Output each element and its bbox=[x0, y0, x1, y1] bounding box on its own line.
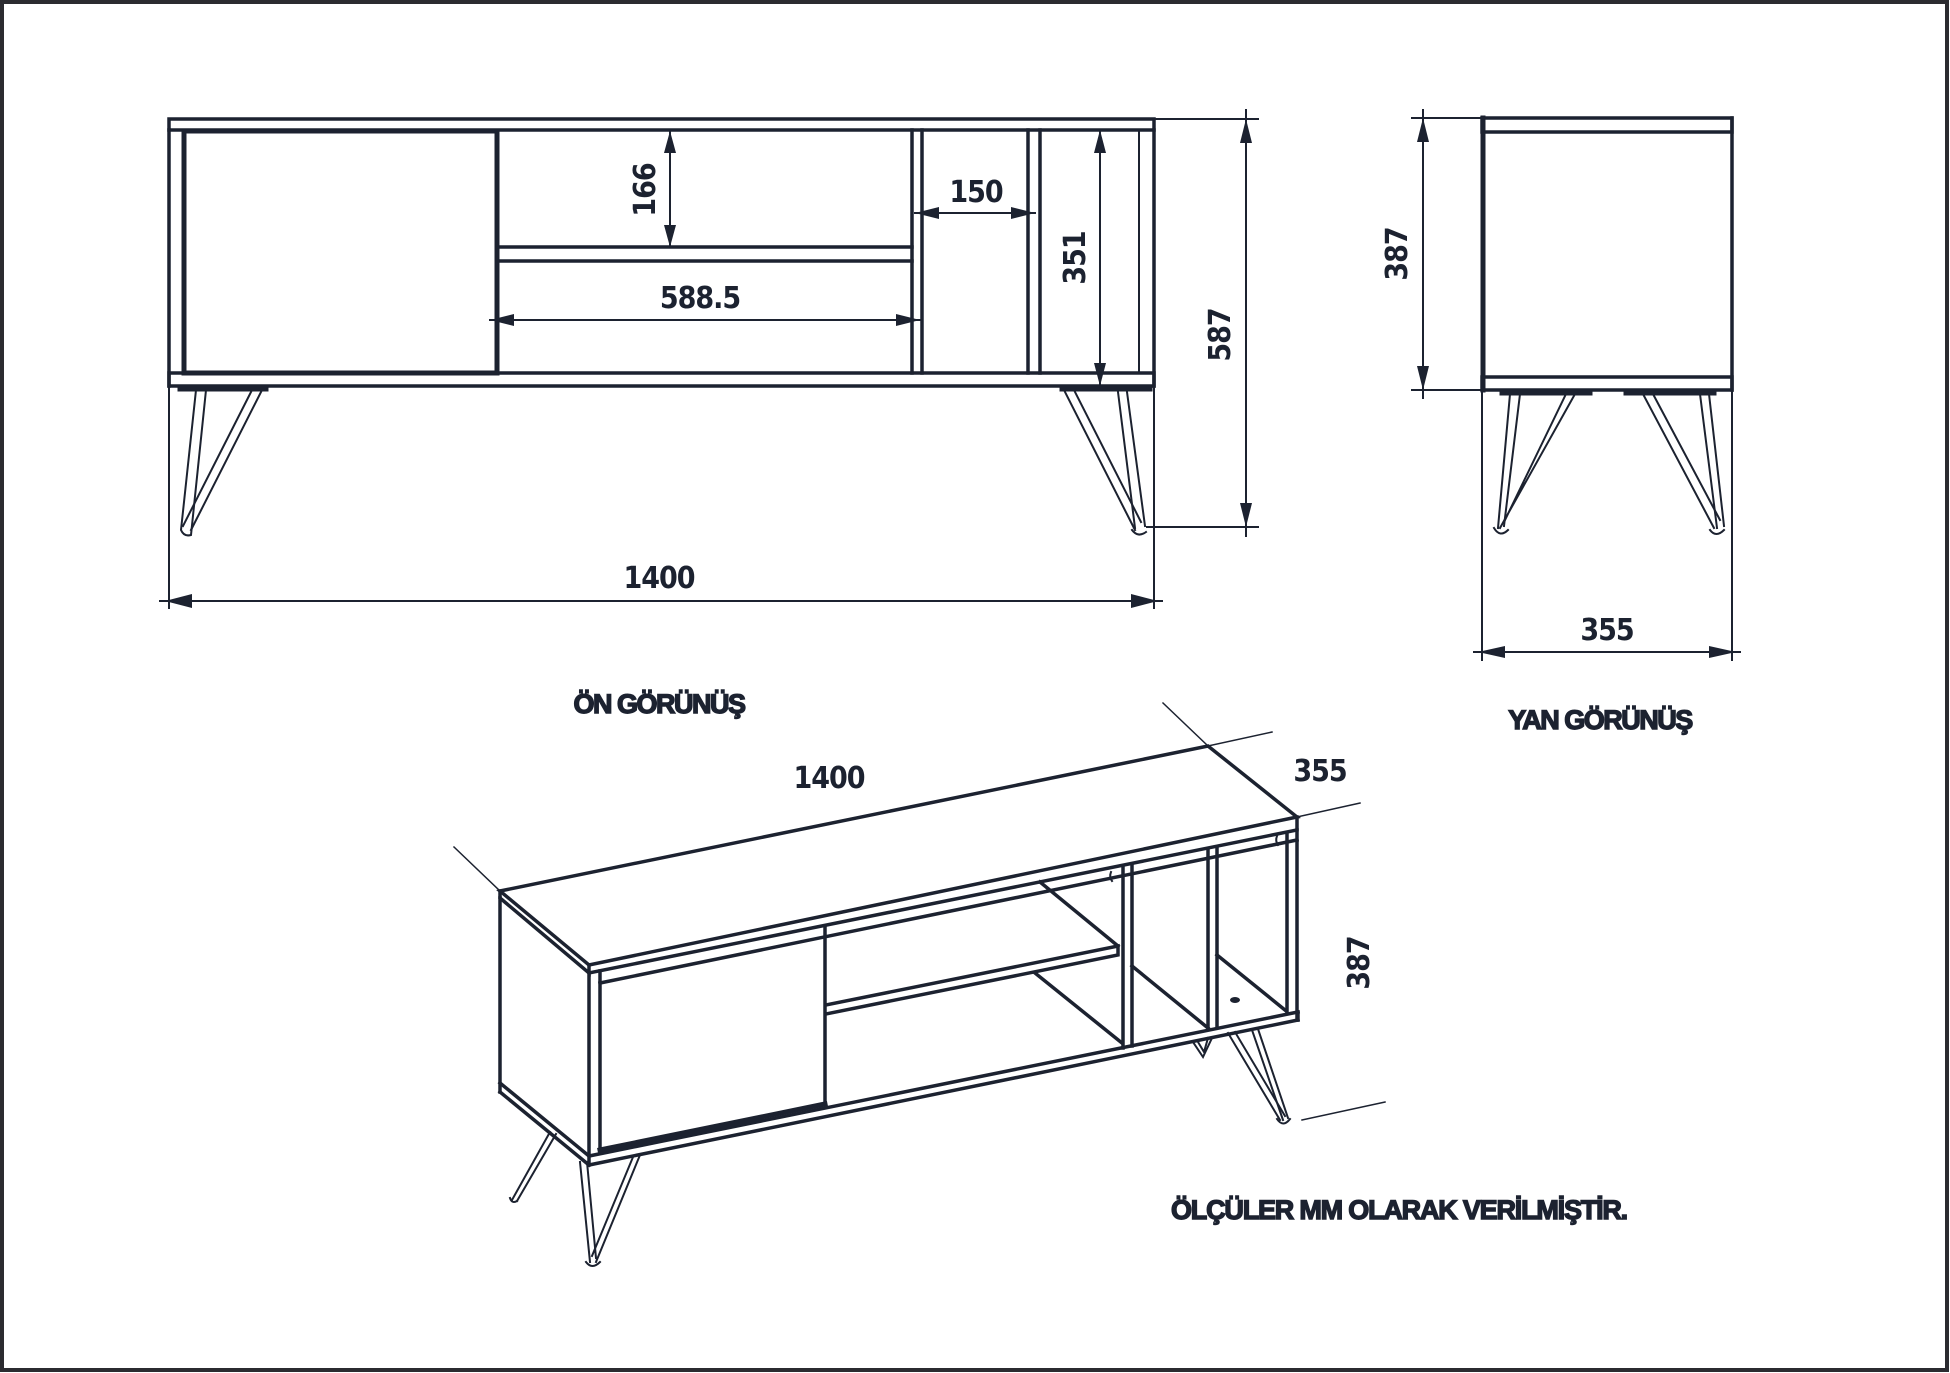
cable-hole-icon bbox=[1230, 997, 1240, 1003]
iso-dim-width: 1400 bbox=[793, 761, 864, 796]
isometric-view: 1400 355 387 bbox=[452, 701, 1386, 1267]
iso-back-left-leg bbox=[508, 1130, 558, 1203]
dim-inner-height: 351 bbox=[1058, 231, 1093, 284]
front-right-hairpin-leg bbox=[1063, 390, 1148, 536]
side-left-hairpin-leg bbox=[1492, 392, 1577, 535]
dim-shelf-width: 588.5 bbox=[660, 281, 740, 316]
front-view: 166 588.5 150 351 587 1400 ÖN GÖRÜNÜŞ bbox=[159, 109, 1259, 720]
iso-back-right-leg bbox=[1191, 1036, 1214, 1060]
iso-dim-depth: 355 bbox=[1293, 754, 1346, 789]
dim-shelf-opening-height: 166 bbox=[628, 163, 663, 217]
front-view-title: ÖN GÖRÜNÜŞ bbox=[573, 689, 744, 719]
side-view-title: YAN GÖRÜNÜŞ bbox=[1508, 705, 1692, 735]
dim-overall-height: 587 bbox=[1203, 308, 1238, 361]
iso-front-left-leg bbox=[578, 1153, 642, 1267]
side-view: 387 355 YAN GÖRÜNÜŞ bbox=[1380, 109, 1741, 736]
door-panel bbox=[181, 128, 500, 376]
dim-side-body-height: 387 bbox=[1380, 227, 1415, 280]
front-left-hairpin-leg bbox=[179, 388, 264, 537]
dim-compartment-width: 150 bbox=[949, 175, 1003, 210]
iso-dim-height: 387 bbox=[1342, 936, 1377, 989]
iso-front-right-leg bbox=[1226, 1027, 1292, 1125]
side-right-hairpin-leg bbox=[1641, 392, 1726, 535]
units-note: ÖLÇÜLER MM OLARAK VERİLMİŞTİR. bbox=[1171, 1195, 1627, 1225]
dim-side-depth: 355 bbox=[1580, 613, 1633, 648]
dim-overall-width: 1400 bbox=[623, 561, 694, 596]
